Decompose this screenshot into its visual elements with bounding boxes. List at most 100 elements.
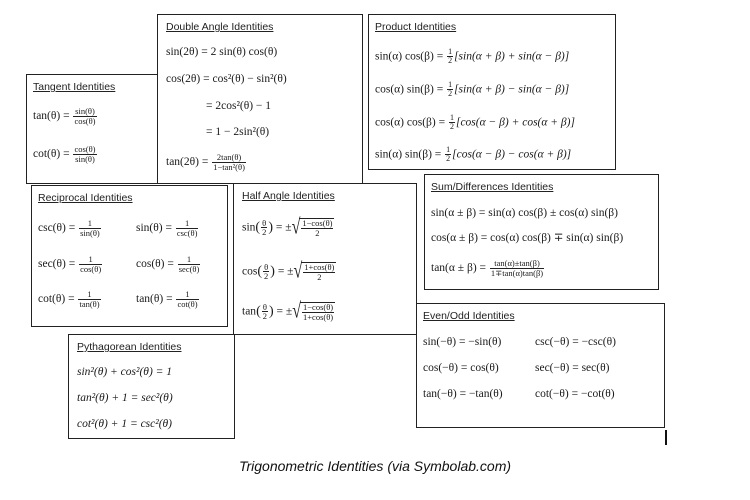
- product-1-lhs: sin(α) cos(β) =: [375, 50, 444, 63]
- reciprocal-identities-title: Reciprocal Identities: [38, 192, 133, 204]
- plus-minus: = ±: [277, 265, 294, 278]
- pythagorean-identities-title: Pythagorean Identities: [77, 341, 182, 353]
- product-1-rhs: [sin(α + β) + sin(α − β)]: [454, 50, 570, 63]
- two: 2: [262, 227, 267, 238]
- sqrt-icon: √: [293, 259, 303, 283]
- text-cursor: [665, 430, 667, 445]
- cos-double-1: cos(2θ) = cos²(θ) − sin²(θ): [166, 73, 287, 85]
- pythagorean-identities-box: Pythagorean Identities sin²(θ) + cos²(θ)…: [68, 334, 235, 439]
- half-den: 2: [446, 154, 451, 164]
- pythagorean-3: cot²(θ) + 1 = csc²(θ): [77, 418, 173, 430]
- product-4-rhs: [cos(α − β) − cos(α + β)]: [452, 148, 572, 161]
- tan-double-den: 1−tan²(θ): [213, 161, 245, 172]
- sin-sum: sin(α ± β) = sin(α) cos(β) ± cos(α) sin(…: [431, 207, 618, 219]
- sin-lhs: sin(θ) =: [136, 222, 172, 235]
- cot-identity: cot(θ) = cos(θ)sin(θ): [33, 145, 98, 164]
- tangent-identities-title: Tangent Identities: [33, 81, 116, 93]
- tan-half-fn: tan: [242, 305, 257, 318]
- tan-double: tan(2θ) = 2tan(θ)1−tan²(θ): [166, 153, 247, 172]
- cos-double-3: = 1 − 2sin²(θ): [206, 126, 270, 138]
- one: 1: [176, 290, 199, 300]
- two: 2: [262, 311, 267, 322]
- cot-num: cos(θ): [73, 144, 97, 155]
- cot-odd: cot(−θ) = −cot(θ): [535, 388, 615, 400]
- product-3-rhs: [cos(α − β) + cos(α + β)]: [455, 116, 575, 129]
- figure-caption: Trigonometric Identities (via Symbolab.c…: [238, 458, 512, 474]
- tan-den: cos(θ): [74, 115, 96, 126]
- theta: θ: [261, 217, 268, 229]
- tan-sum-lhs: tan(α ± β) =: [431, 262, 487, 275]
- sin-half-den: 2: [315, 227, 320, 238]
- tan-sum-fraction: tan(α)±tan(β)1∓tan(α)tan(β): [489, 259, 545, 278]
- sin-half-fn: sin: [242, 221, 256, 234]
- sin-half-fraction: 1−cos(θ)2: [301, 219, 334, 238]
- half-den: 2: [448, 56, 453, 66]
- product-2-lhs: cos(α) sin(β) =: [375, 83, 444, 96]
- double-angle-title: Double Angle Identities: [166, 21, 274, 33]
- even-odd-box: Even/Odd Identities sin(−θ) = −sin(θ) cs…: [416, 303, 665, 428]
- tan-double-lhs: tan(2θ) =: [166, 156, 209, 169]
- one: 1: [175, 219, 199, 229]
- cot-fraction: cos(θ)sin(θ): [73, 144, 97, 164]
- sec-lhs: sec(θ) =: [38, 258, 76, 271]
- cos-even: cos(−θ) = cos(θ): [423, 362, 499, 374]
- sin-den: csc(θ): [176, 227, 198, 238]
- tan-lhs: tan(θ) =: [136, 293, 173, 306]
- theta: θ: [263, 261, 270, 273]
- half-angle-title: Half Angle Identities: [242, 190, 335, 202]
- cos-half-den: 2: [317, 271, 322, 282]
- tan-identity: tan(θ) = sin(θ)cos(θ): [33, 107, 98, 126]
- one: 1: [177, 255, 201, 265]
- product-3-lhs: cos(α) cos(β) =: [375, 116, 446, 129]
- cos-half-num: 1+cos(θ): [303, 262, 336, 273]
- two: 2: [264, 271, 269, 282]
- cos-half-fn: cos: [242, 265, 258, 278]
- half-den: 2: [448, 89, 453, 99]
- csc-odd: csc(−θ) = −csc(θ): [535, 336, 616, 348]
- cot-lhs: cot(θ) =: [38, 293, 75, 306]
- sum-differences-box: Sum/Differences Identities sin(α ± β) = …: [424, 174, 659, 290]
- tan-fraction: sin(θ)cos(θ): [73, 107, 97, 126]
- product-2-rhs: [sin(α + β) − sin(α − β)]: [454, 83, 570, 96]
- csc-lhs: csc(θ) =: [38, 222, 76, 235]
- pythagorean-2: tan²(θ) + 1 = sec²(θ): [77, 392, 173, 404]
- tangent-identities-box: Tangent Identities tan(θ) = sin(θ)cos(θ)…: [26, 74, 159, 184]
- sec-den: cos(θ): [80, 263, 102, 274]
- sin-odd: sin(−θ) = −sin(θ): [423, 336, 502, 348]
- one: 1: [79, 255, 103, 265]
- cos-double-2: = 2cos²(θ) − 1: [206, 100, 272, 112]
- tan-double-fraction: 2tan(θ)1−tan²(θ): [212, 153, 246, 172]
- sin-double: sin(2θ) = 2 sin(θ) cos(θ): [166, 46, 278, 58]
- theta: θ: [261, 301, 268, 313]
- one: 1: [78, 290, 101, 300]
- plus-minus: = ±: [275, 221, 292, 234]
- cot-den: sin(θ): [75, 153, 95, 164]
- tan-odd: tan(−θ) = −tan(θ): [423, 388, 503, 400]
- cot-lhs: cot(θ) =: [33, 148, 70, 161]
- one: 1: [79, 219, 101, 229]
- cos-sum: cos(α ± β) = cos(α) cos(β) ∓ sin(α) sin(…: [431, 232, 624, 244]
- half-num: 1: [447, 80, 454, 91]
